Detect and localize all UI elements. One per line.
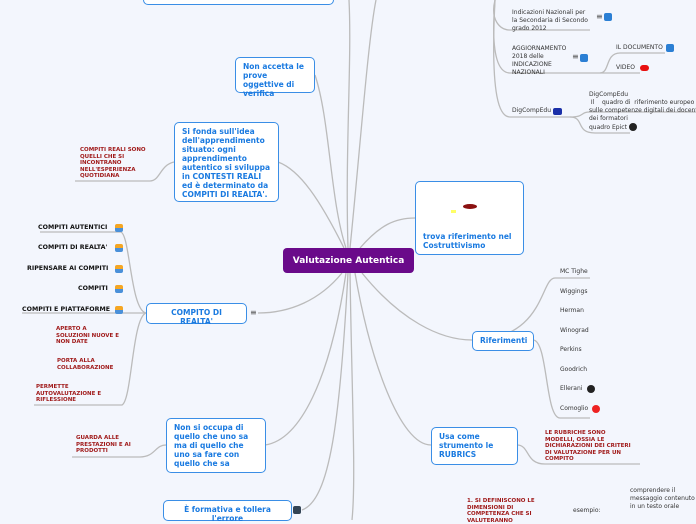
node-quadro-epict[interactable]: quadro Epict [589,124,627,131]
compito-note[interactable]: PERMETTE AUTOVALUTAZIONE E RIFLESSIONE [36,384,102,403]
compito-item[interactable]: COMPITI E PIATTAFORME [22,306,111,313]
node-trova[interactable]: trova riferimento nel Costruttivismo [415,181,524,255]
node-il-documento[interactable]: IL DOCUMENTO [616,44,663,51]
riferimento-item[interactable]: Goodrich [560,366,588,373]
node-label: Si fonda sull'idea dell'apprendimento si… [182,127,271,199]
compito-item[interactable]: COMPITI AUTENTICI [38,224,108,231]
node-compito-realta[interactable]: COMPITO DI REALTA' [146,303,247,326]
list-icon[interactable]: ≡ [250,308,257,317]
riferimento-item[interactable]: Perkins [560,346,582,353]
compito-item[interactable]: RIPENSARE AI COMPITI [27,265,109,272]
note-rubriche[interactable]: LE RUBRICHE SONO MODELLI, OSSIA LE DICHI… [545,430,631,462]
compito-item[interactable]: COMPITI [78,285,108,292]
note-compiti-reali[interactable]: COMPITI REALI SONO QUELLI CHE SI INCONTR… [80,147,146,179]
node-label: trova riferimento nel Costruttivismo [423,232,512,250]
node-label: Non accetta le prove oggettive di verifi… [243,62,304,98]
riferimento-item[interactable]: Winograd [560,327,589,334]
node-label: È formativa e tollera l'errore [184,505,271,523]
central-label: Valutazione Autentica [292,255,405,266]
node-riferimenti[interactable]: Riferimenti [472,331,534,351]
node-label: Non si occupa di quello che uno sa ma di… [174,423,249,468]
node-label: COMPITO DI REALTA' [171,308,222,326]
riferimento-item[interactable]: Wiggings [560,288,588,295]
note-si-definiscono[interactable]: 1. SI DEFINISCONO LE DIMENSIONI DI COMPE… [467,498,535,524]
node-non-accetta[interactable]: Non accetta le prove oggettive di verifi… [235,57,315,98]
note-icon[interactable] [115,265,123,273]
list-icon[interactable]: ≡ [572,52,579,61]
youtube-icon[interactable] [640,65,649,71]
riferimento-item[interactable]: Ellerani [560,385,583,392]
app-icon[interactable] [592,405,600,413]
film-icon[interactable] [293,506,301,514]
node-label: Usa come strumento le RUBRICS [439,432,494,459]
note-guarda[interactable]: GUARDA ALLE PRESTAZIONI E AI PRODOTTI [76,435,131,454]
globe-icon[interactable] [587,385,595,393]
note-icon[interactable] [115,244,123,252]
eu-flag-icon[interactable] [553,108,562,115]
list-icon[interactable]: ≡ [596,12,603,21]
node-label: Riferimenti [480,336,528,345]
node-indicazioni[interactable]: Indicazioni Nazionali per la Secondaria … [512,9,588,32]
document-icon[interactable] [604,13,612,21]
note-icon[interactable] [115,285,123,293]
node-comprendere[interactable]: comprendere il messaggio contenuto in un… [630,487,695,510]
central-node[interactable]: Valutazione Autentica [283,248,414,273]
node-aggiornamento[interactable]: AGGIORNAMENTO 2018 delle INDICAZIONE NAZ… [512,45,567,76]
document-icon[interactable] [666,44,674,52]
node-non-si-occupa[interactable]: Non si occupa di quello che uno sa ma di… [166,418,266,473]
compito-note[interactable]: APERTO A SOLUZIONI NUOVE E NON DATE [56,326,119,345]
riferimento-item[interactable]: Comoglio [560,405,589,412]
node-digcompedu[interactable]: DigCompEdu [512,107,552,114]
riferimento-item[interactable]: MC Tighe [560,268,588,275]
node-digcompedu-desc[interactable]: DigCompEdu Il quadro di riferimento euro… [589,91,696,122]
note-icon[interactable] [115,306,123,314]
mindmap-thumbnail-image [441,188,501,228]
node-si-fonda[interactable]: Si fonda sull'idea dell'apprendimento si… [174,122,279,202]
compito-item[interactable]: COMPITI DI REALTA' [38,244,108,251]
node-usa-come[interactable]: Usa come strumento le RUBRICS [431,427,518,465]
node-video[interactable]: VIDEO [616,64,636,71]
document-icon[interactable] [580,54,588,62]
node-formativa[interactable]: È formativa e tollera l'errore [163,500,292,523]
node-esempio[interactable]: esempio: [573,507,601,514]
top-cut-node[interactable] [143,0,334,5]
compito-note[interactable]: PORTA ALLA COLLABORAZIONE [57,358,114,371]
note-icon[interactable] [115,224,123,232]
riferimento-item[interactable]: Herman [560,307,584,314]
globe-icon[interactable] [629,123,637,131]
